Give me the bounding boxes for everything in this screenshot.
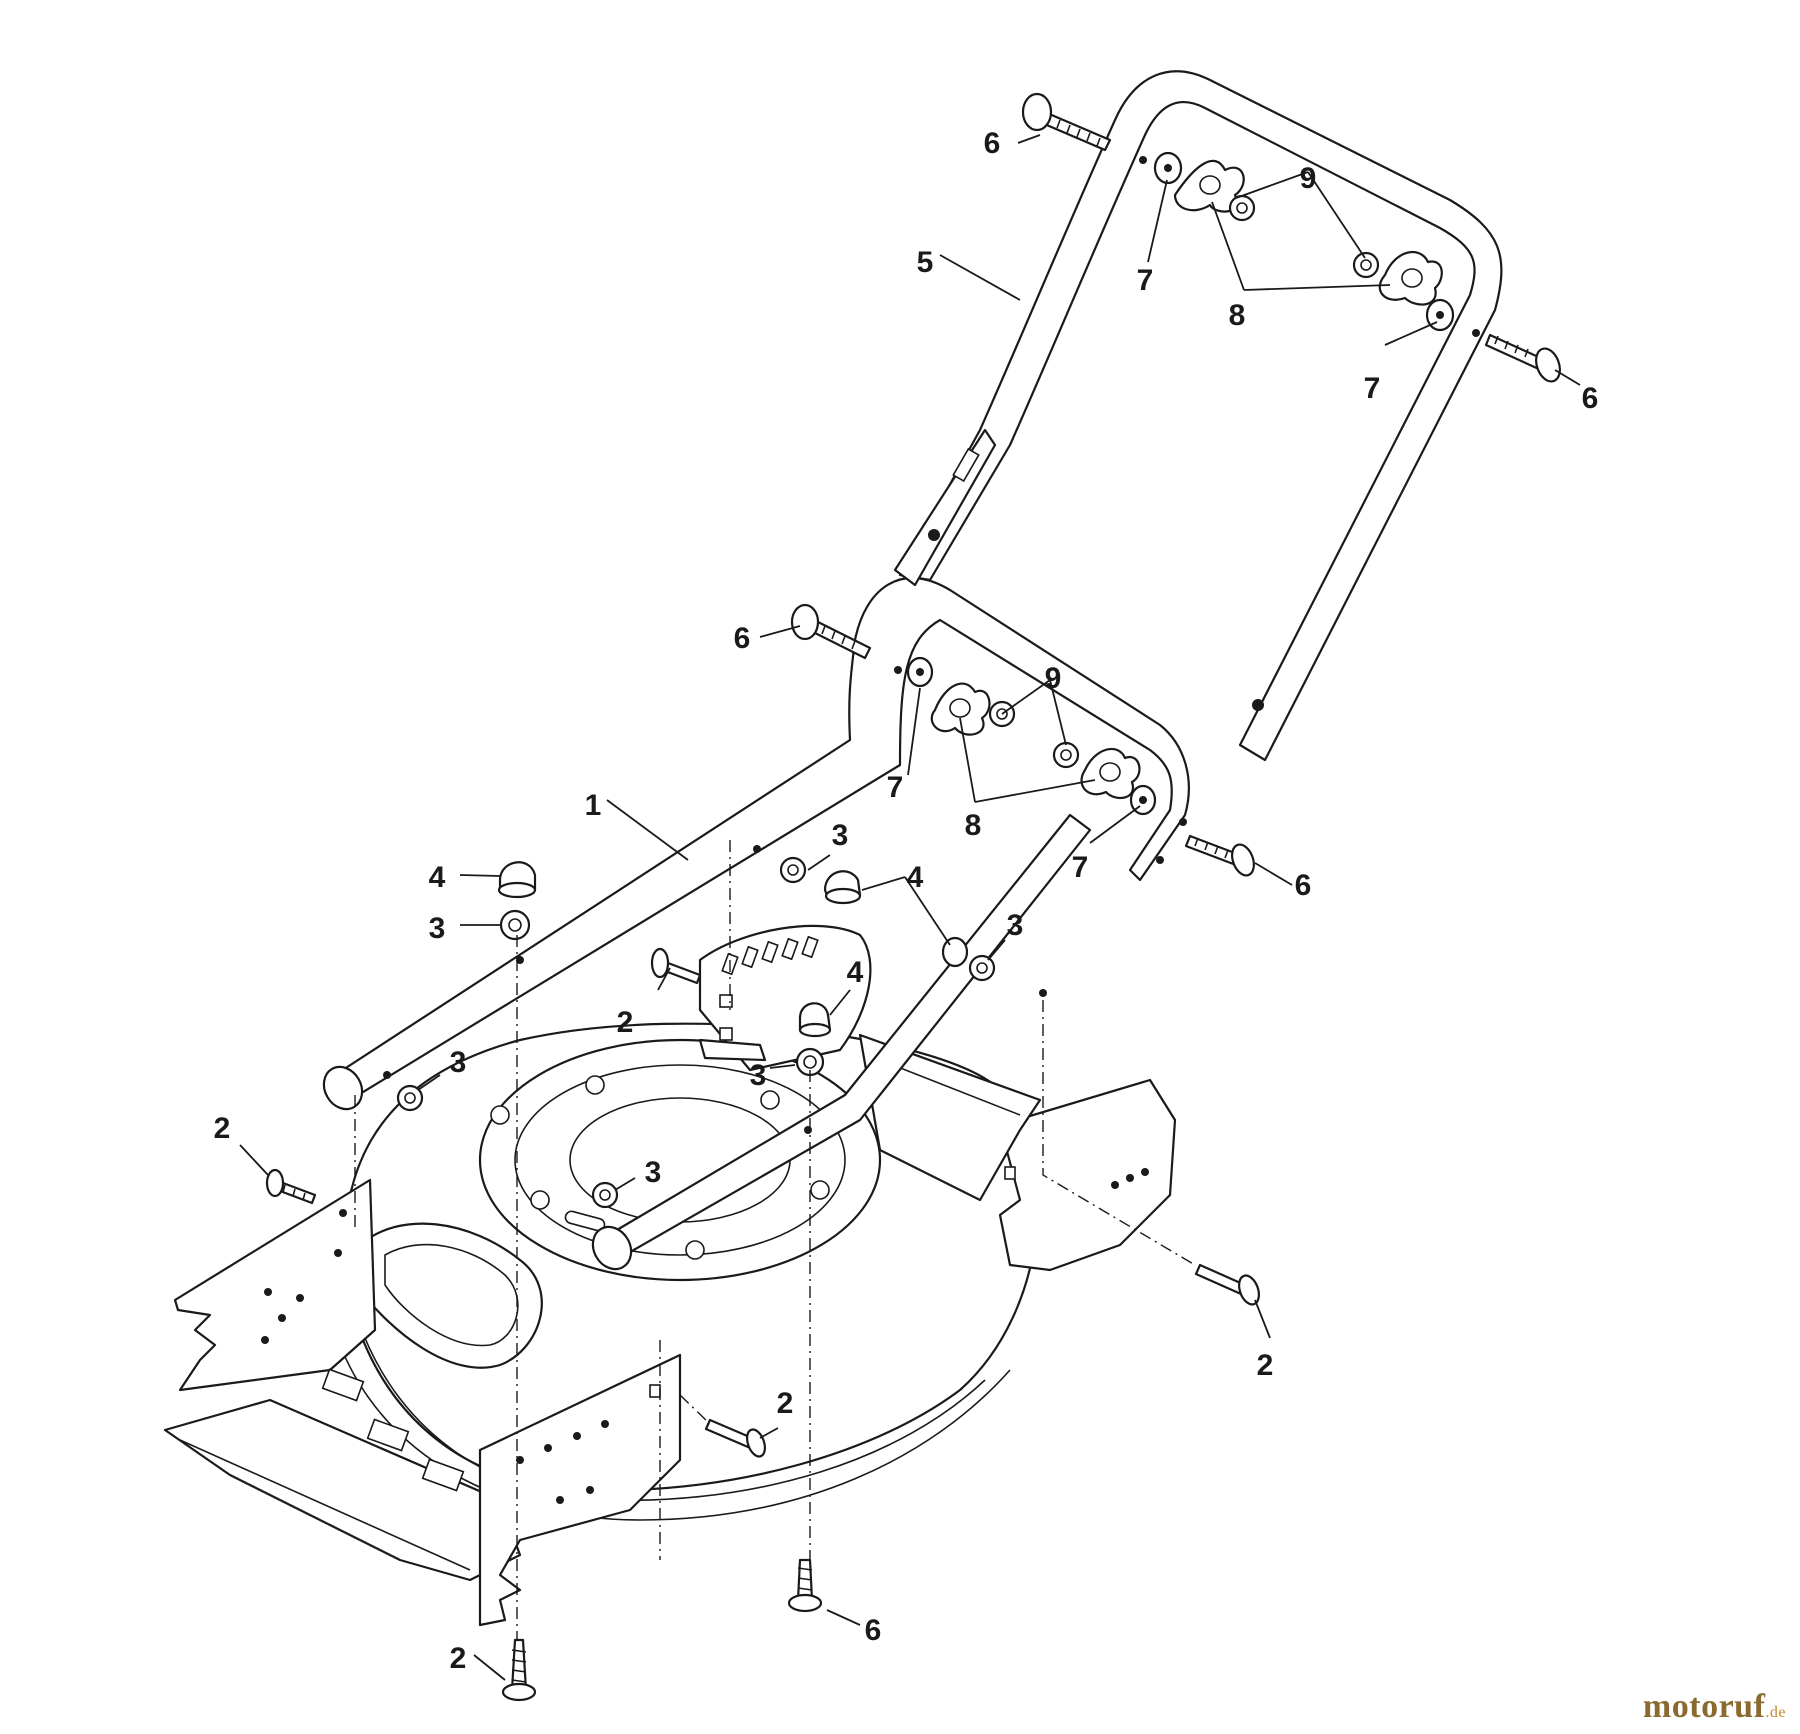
upper-hardware (1021, 92, 1561, 383)
callout-4: 4 (847, 956, 864, 989)
callout-1: 1 (585, 789, 602, 822)
callout-6: 6 (1582, 382, 1599, 415)
callout-4: 4 (907, 861, 924, 894)
callout-9: 9 (1300, 162, 1317, 195)
watermark-text: motoruf (1642, 1688, 1766, 1725)
callout-5: 5 (917, 246, 934, 279)
leader-lines (239, 134, 1581, 1681)
lower-handle (322, 577, 1190, 1271)
assembly-centerlines (354, 840, 1196, 1640)
callout-6: 6 (734, 622, 751, 655)
callout-3: 3 (450, 1046, 467, 1079)
callout-9: 9 (1045, 662, 1062, 695)
callout-3: 3 (1007, 909, 1024, 942)
callout-2: 2 (214, 1112, 231, 1145)
callout-3: 3 (750, 1059, 767, 1092)
callout-7: 7 (1364, 372, 1381, 405)
upper-handle (893, 70, 1503, 762)
callout-3: 3 (429, 912, 446, 945)
callout-7: 7 (1137, 264, 1154, 297)
watermark-tld: .de (1765, 1704, 1786, 1721)
callout-8: 8 (965, 809, 982, 842)
watermark-logo: motoruf.de (1643, 1688, 1786, 1726)
callout-3: 3 (645, 1156, 662, 1189)
callout-2: 2 (617, 1006, 634, 1039)
callout-6: 6 (1295, 869, 1312, 902)
callout-labels: 6 5 9 7 8 7 6 6 9 7 8 7 6 1 3 4 3 4 3 4 … (214, 127, 1599, 1675)
callout-6: 6 (984, 127, 1001, 160)
callout-6: 6 (865, 1614, 882, 1647)
callout-2: 2 (1257, 1349, 1274, 1382)
callout-2: 2 (450, 1642, 467, 1675)
callout-4: 4 (429, 861, 446, 894)
callout-7: 7 (887, 771, 904, 804)
mower-deck (163, 1022, 1177, 1627)
callout-2: 2 (777, 1387, 794, 1420)
callout-8: 8 (1229, 299, 1246, 332)
callout-3: 3 (832, 819, 849, 852)
middle-hardware (265, 603, 1260, 1702)
callout-7: 7 (1072, 851, 1089, 884)
